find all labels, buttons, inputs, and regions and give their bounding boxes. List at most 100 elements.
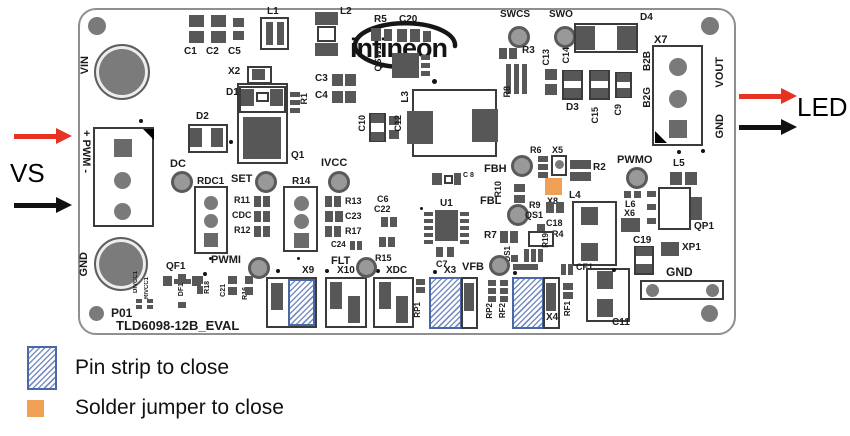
part-pad: [460, 233, 469, 237]
label-b2g: B2G: [642, 87, 653, 108]
part-dot: [433, 270, 437, 274]
part-pad: [174, 279, 191, 284]
part-pad: [348, 296, 360, 323]
part-pad: [371, 132, 384, 141]
part-pad: [290, 92, 300, 97]
part-circ: [204, 196, 218, 210]
part-pad: [691, 197, 702, 220]
label-c19: C19: [633, 235, 652, 246]
comp-d4: [574, 23, 638, 53]
label-x7: X7: [654, 34, 668, 46]
label-rp2: RP2: [485, 303, 494, 319]
label-x4: X4: [546, 312, 559, 323]
part-dot: [420, 207, 423, 210]
comp-xp1: [661, 242, 679, 256]
part-pad: [396, 296, 408, 323]
cap-gnd: [94, 237, 148, 291]
part-pad: [271, 283, 283, 310]
part-pad: [254, 211, 261, 222]
part-pad: [563, 283, 573, 290]
testpoint-vfb: [489, 255, 510, 276]
label-r19: R19: [541, 233, 550, 248]
part-pad: [357, 241, 362, 250]
comp-qp1: [658, 187, 691, 230]
comp-l1: [260, 17, 289, 50]
part-pad: [464, 283, 474, 311]
part-dot: [209, 257, 212, 260]
comp-d1: [239, 86, 286, 113]
solder-jumper-swatch-icon: [27, 399, 44, 417]
label-r14: R14: [292, 176, 311, 187]
part-pad: [379, 237, 386, 247]
part-dot: [203, 272, 207, 276]
label-x6: X6: [624, 208, 636, 218]
label-p01: P01: [111, 306, 133, 320]
part-pad: [454, 173, 461, 185]
part-pad: [277, 22, 284, 45]
part-pad: [228, 276, 237, 284]
part-pad: [538, 172, 548, 178]
part-pad: [252, 69, 265, 80]
label-x9: X9: [302, 265, 315, 276]
part-pad: [371, 28, 381, 41]
label-c4: C4: [315, 90, 328, 101]
part-pad: [389, 130, 399, 139]
label-r6: R6: [530, 145, 542, 155]
label-divcc1: DIVCC1: [133, 271, 139, 294]
part-circ: [114, 172, 131, 189]
label-c24: C24: [331, 240, 346, 249]
part-pad: [379, 282, 391, 309]
part-pad: [290, 100, 300, 105]
x7-polarity-mark: [655, 131, 667, 143]
part-pad: [263, 196, 270, 207]
label-fbh: FBH: [484, 163, 507, 175]
board-title: TLD6098-12B_EVAL: [116, 318, 240, 333]
part-pad: [500, 288, 508, 294]
label-c22: C22: [374, 204, 391, 214]
led-label: LED: [797, 92, 848, 122]
part-pad: [421, 63, 430, 68]
label-qf1: QF1: [166, 261, 186, 272]
part-pad: [538, 156, 548, 162]
label-c9: C9: [613, 104, 623, 116]
part-pad: [500, 296, 508, 302]
part-pad: [647, 191, 656, 197]
part-pad: [509, 48, 517, 59]
label-vin: VIN: [79, 56, 91, 75]
mount-hole-br: [701, 305, 718, 322]
part-pad: [581, 243, 598, 261]
part-pad: [617, 26, 636, 50]
part-pad: [647, 218, 656, 224]
part-circ: [669, 90, 687, 108]
part-pad: [421, 71, 430, 76]
part-pad: [332, 74, 343, 86]
part-pad: [266, 22, 273, 45]
label-c10: C10: [357, 115, 367, 132]
part-pad: [178, 274, 186, 280]
part-pad: [424, 212, 433, 216]
label-r1: R1: [299, 93, 309, 105]
label-xdc: XDC: [386, 265, 408, 276]
part-pad: [513, 264, 538, 270]
part-pad: [424, 219, 433, 223]
label-l4: L4: [569, 190, 581, 201]
label-c8: C 8: [463, 172, 474, 179]
part-obox: [317, 26, 336, 42]
part-pad: [263, 211, 270, 222]
part-pad: [189, 31, 204, 43]
part-pad: [538, 249, 543, 262]
part-circ: [646, 284, 659, 297]
cap-vin: [94, 44, 150, 100]
label-r17: R17: [345, 226, 362, 236]
legend-solder-jumper: Solder jumper to close: [27, 396, 284, 420]
part-pad: [581, 207, 598, 225]
part-pad: [591, 71, 608, 81]
part-pad: [381, 217, 388, 227]
part-dot: [376, 269, 380, 273]
part-pad: [460, 240, 469, 244]
mount-hole-tl: [88, 17, 106, 35]
part-circ: [294, 214, 309, 229]
testpoint-ivcc: [328, 171, 350, 193]
label-cdc: CDC: [232, 210, 252, 220]
